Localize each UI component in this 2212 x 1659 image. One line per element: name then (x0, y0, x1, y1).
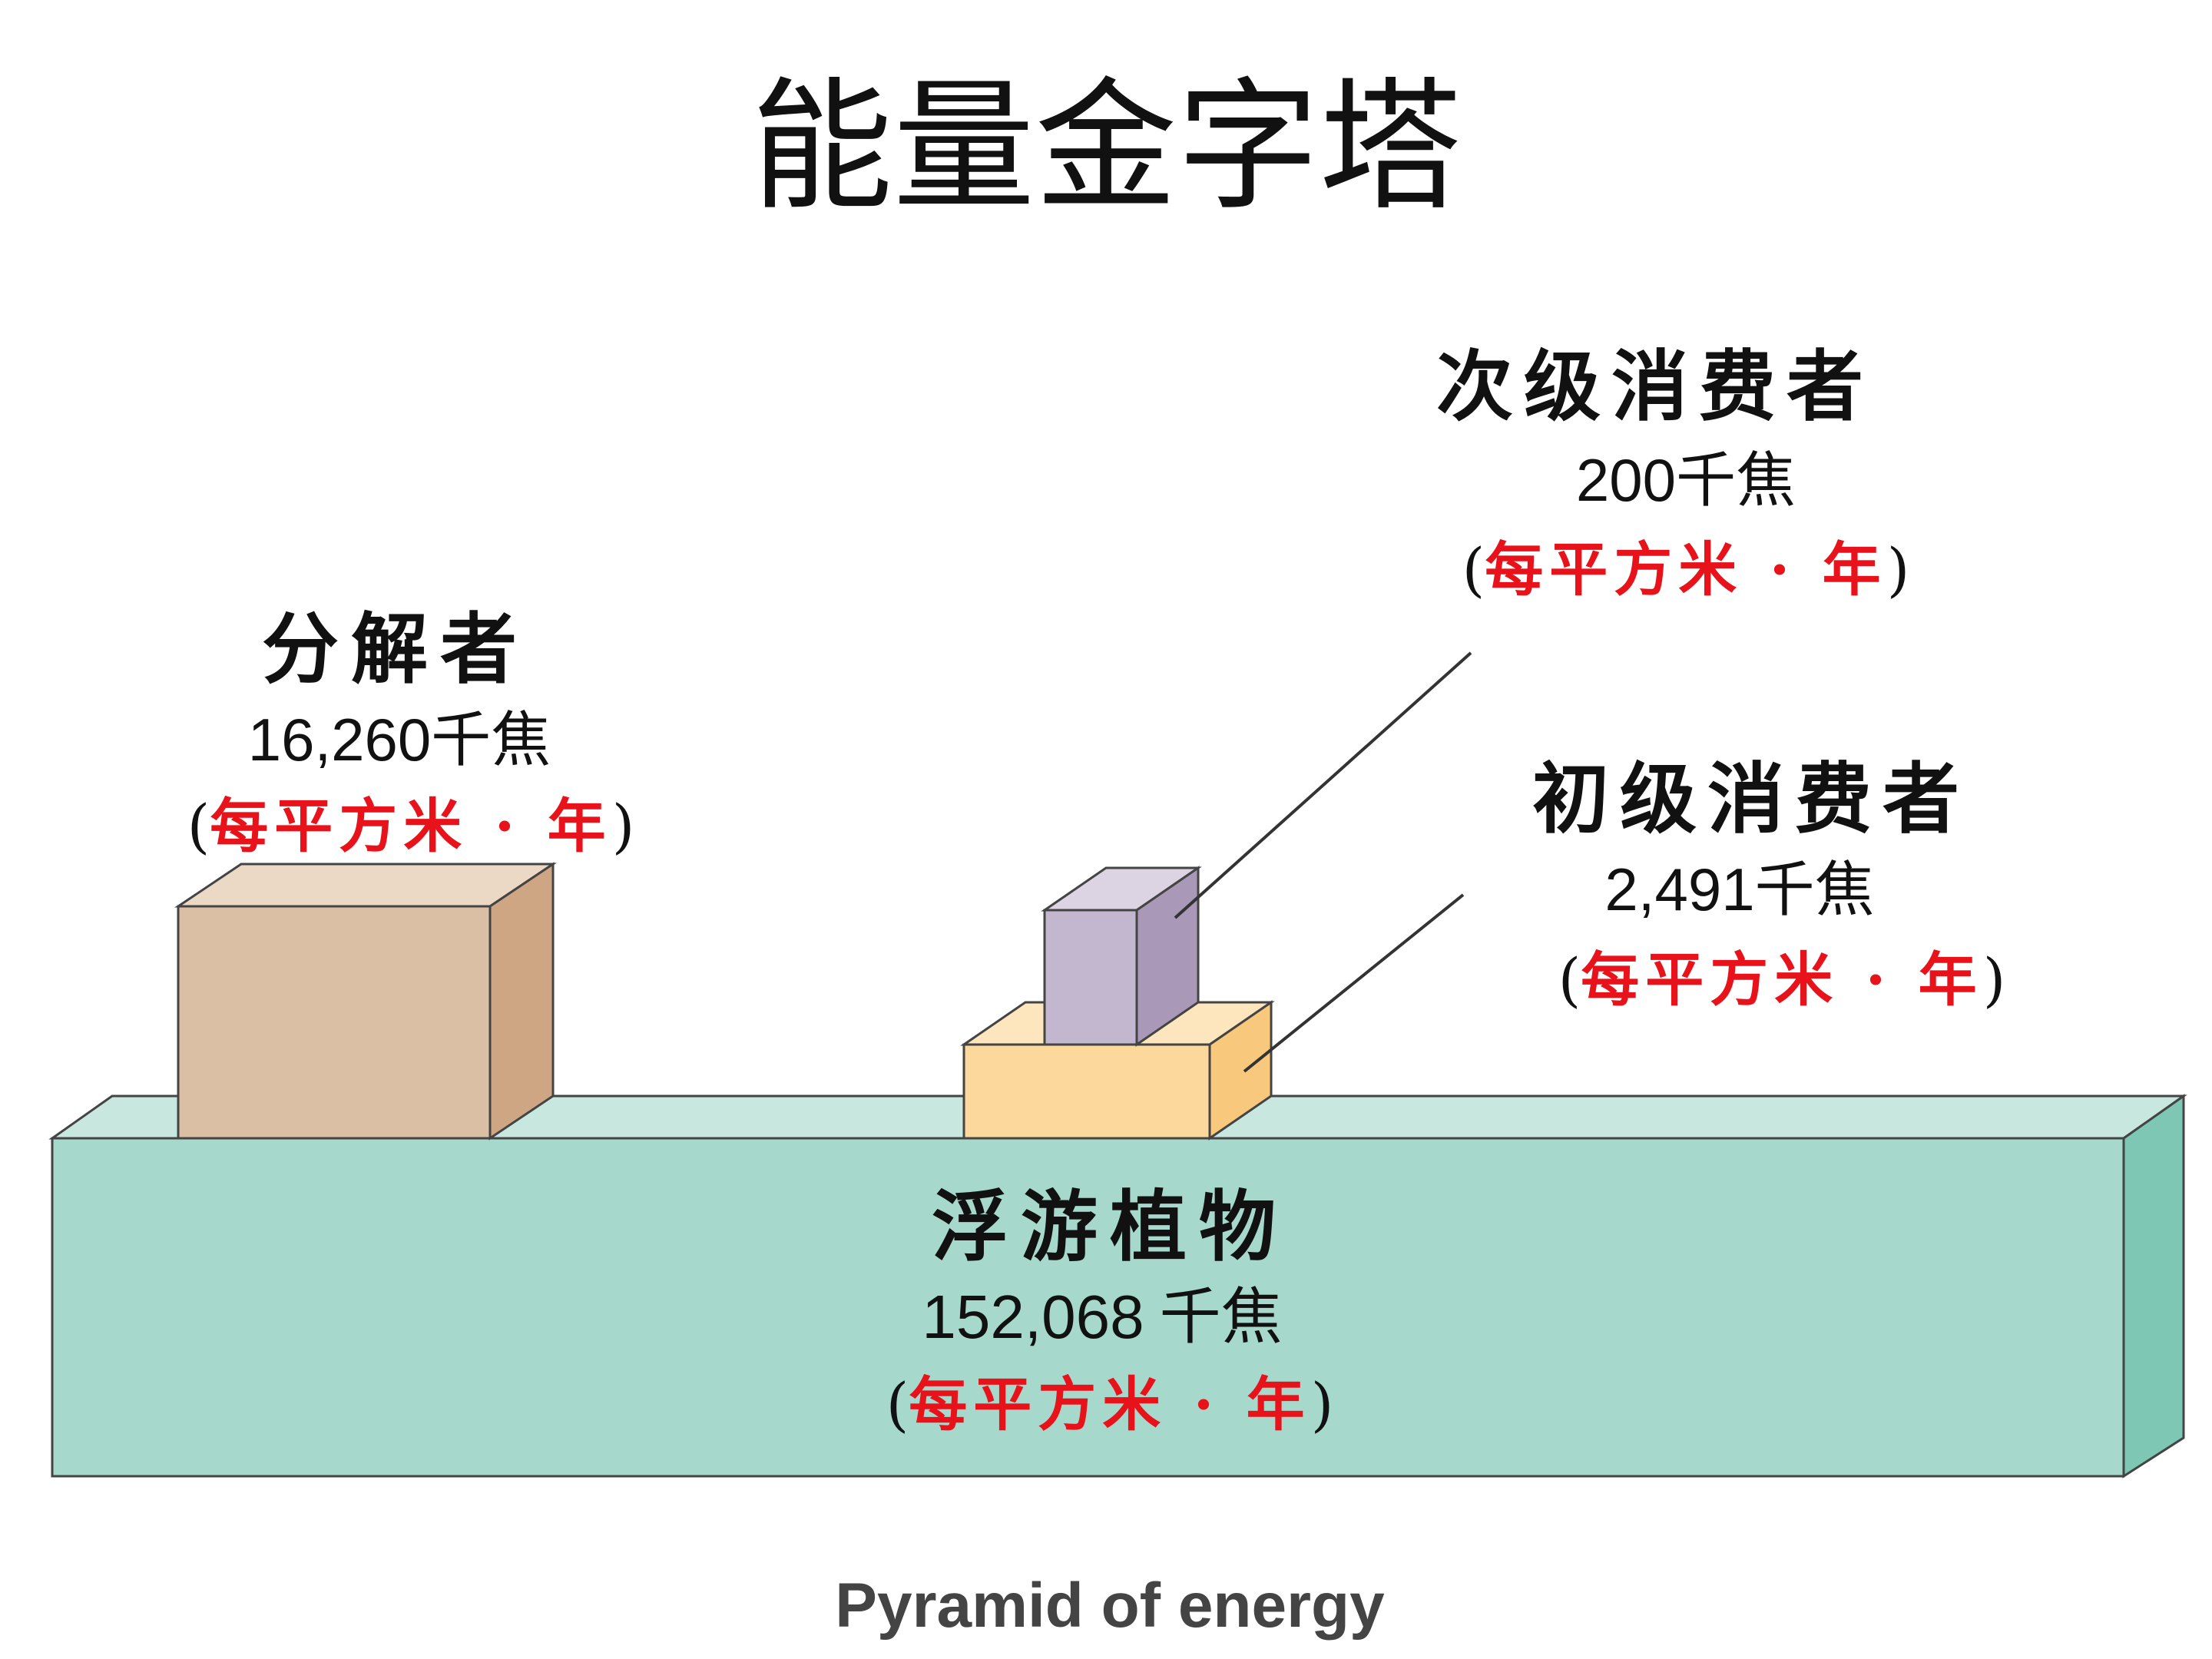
primary-consumer-name: 初级消费者 (1532, 753, 1970, 844)
unit-open: ( (886, 1370, 909, 1439)
unit-red-text: 每平方米 · 年 (210, 792, 611, 860)
decomposer-label: 分解者 16,260千焦 (每平方米 · 年) (187, 604, 635, 860)
unit-close: ) (1983, 945, 2006, 1014)
primary-leader-line (1243, 893, 1465, 1073)
primary-consumer-value: 2,491 (1604, 856, 1754, 923)
unit-red-text: 每平方米 · 年 (1581, 945, 1982, 1014)
secondary-consumer-name: 次级消费者 (1436, 341, 1874, 432)
unit-open: ( (1558, 945, 1581, 1014)
producer-name: 浮游植物 (932, 1181, 1288, 1272)
unit-close: ) (612, 792, 635, 860)
unit-suffix: 千焦 (1755, 856, 1875, 925)
producer-block (48, 1094, 2187, 1479)
svg-text:2,491千焦: 2,491千焦 (1604, 856, 1874, 925)
unit-close: ) (1887, 535, 1910, 604)
svg-text:(每平方米 · 年): (每平方米 · 年) (886, 1370, 1334, 1439)
secondary-consumer-label: 次级消费者 200千焦 (每平方米 · 年) (1436, 341, 1909, 604)
svg-text:200千焦: 200千焦 (1576, 446, 1796, 515)
unit-red-text: 每平方米 · 年 (909, 1370, 1310, 1439)
unit-close: ) (1311, 1370, 1334, 1439)
unit-red-text: 每平方米 · 年 (1485, 535, 1886, 604)
diagram-caption: Pyramid of energy (835, 1571, 1385, 1641)
decomposer-name: 分解者 (262, 604, 529, 694)
secondary-consumer-value: 200 (1576, 446, 1676, 514)
unit-suffix: 千焦 (431, 706, 551, 775)
secondary-leader-line (1174, 651, 1472, 919)
decomposer-value: 16,260 (248, 706, 432, 773)
decomposer-block (174, 862, 557, 1141)
svg-text:(每平方米 · 年): (每平方米 · 年) (187, 792, 635, 860)
unit-open: ( (187, 792, 210, 860)
primary-consumer-label: 初级消费者 2,491千焦 (每平方米 · 年) (1532, 753, 2005, 1014)
svg-text:(每平方米 · 年): (每平方米 · 年) (1462, 535, 1910, 604)
unit-suffix: 千焦 (1676, 446, 1796, 515)
unit-suffix: 千焦 (1160, 1281, 1283, 1353)
svg-text:(每平方米 · 年): (每平方米 · 年) (1558, 945, 2006, 1014)
svg-text:16,260千焦: 16,260千焦 (248, 706, 551, 775)
unit-open: ( (1462, 535, 1485, 604)
producer-value: 152,068 (922, 1283, 1144, 1351)
secondary-consumer-block (1041, 866, 1202, 1047)
page-title: 能量金字塔 (751, 64, 1462, 230)
